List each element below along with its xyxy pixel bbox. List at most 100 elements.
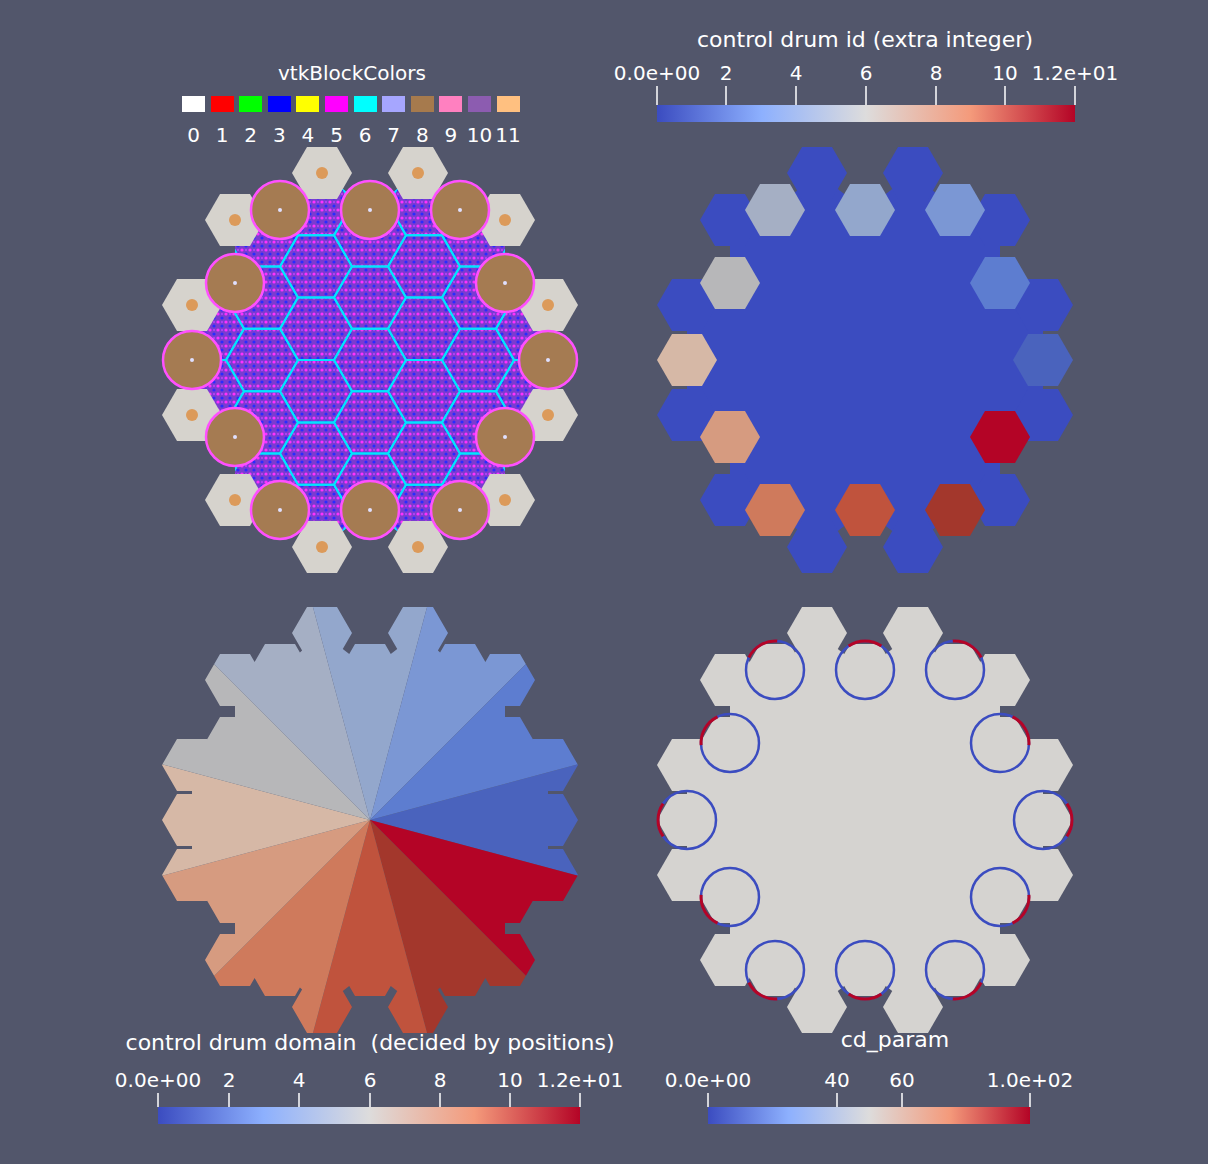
assembly-outline bbox=[442, 329, 514, 391]
reflector-pin bbox=[316, 167, 328, 179]
assembly-outline bbox=[550, 516, 622, 578]
drum-hex bbox=[925, 184, 985, 236]
tick-label: 8 bbox=[930, 63, 943, 83]
legend-label: 5 bbox=[330, 125, 343, 145]
drum-boundary bbox=[836, 941, 894, 999]
block-color-view bbox=[118, 111, 622, 610]
tick-mark bbox=[439, 1093, 441, 1107]
absorber-arc bbox=[953, 983, 981, 999]
control-drum bbox=[251, 481, 309, 539]
tick-label: 60 bbox=[889, 1070, 914, 1090]
tick-mark bbox=[935, 86, 937, 105]
tick-label: 10 bbox=[992, 63, 1017, 83]
drum-boundary bbox=[971, 714, 1029, 772]
tick-label: 0.0e+00 bbox=[614, 63, 700, 83]
tick-label: 4 bbox=[790, 63, 803, 83]
legend-swatch bbox=[382, 96, 405, 112]
drum-center bbox=[458, 208, 462, 212]
absorber-arc bbox=[1013, 717, 1029, 745]
assembly-outline bbox=[334, 329, 406, 391]
drum-center bbox=[233, 435, 237, 439]
core-region bbox=[687, 633, 1043, 1007]
core-region bbox=[687, 173, 1043, 547]
legend-swatch bbox=[239, 96, 262, 112]
colorbar bbox=[158, 1107, 580, 1124]
legend-label: 3 bbox=[273, 125, 286, 145]
assembly-outline bbox=[496, 547, 568, 609]
legend-swatch bbox=[211, 96, 234, 112]
drum-hex bbox=[835, 184, 895, 236]
legend-swatch bbox=[411, 96, 434, 112]
legend-swatch bbox=[268, 96, 291, 112]
reflector-pin bbox=[316, 541, 328, 553]
tick-label: 1.0e+02 bbox=[987, 1070, 1073, 1090]
drum-hex bbox=[657, 334, 717, 386]
tick-mark bbox=[298, 1093, 300, 1107]
absorber-arc bbox=[849, 994, 882, 999]
control-drum bbox=[251, 181, 309, 239]
tick-mark bbox=[369, 1093, 371, 1107]
reflector-pin bbox=[412, 167, 424, 179]
tick-mark bbox=[707, 1093, 709, 1107]
legend-swatch bbox=[468, 96, 491, 112]
tick-mark bbox=[579, 1093, 581, 1107]
assembly-outline bbox=[118, 454, 190, 516]
absorber-arc bbox=[701, 895, 717, 923]
tick-label: 0.0e+00 bbox=[115, 1070, 201, 1090]
drum-boundary bbox=[1014, 791, 1072, 849]
drum-center bbox=[368, 508, 372, 512]
assembly-outline bbox=[226, 329, 298, 391]
assembly-outline bbox=[550, 142, 622, 204]
drum-center bbox=[278, 508, 282, 512]
absorber-arc bbox=[1067, 804, 1072, 837]
colorbar-title: cd_param bbox=[841, 1029, 949, 1051]
legend-swatch bbox=[182, 96, 205, 112]
tick-label: 10 bbox=[497, 1070, 522, 1090]
control-drum bbox=[206, 408, 264, 466]
assembly-outline bbox=[280, 360, 352, 422]
assembly-outline bbox=[172, 111, 244, 173]
tick-mark bbox=[1074, 86, 1076, 105]
assembly-outline bbox=[550, 454, 622, 516]
legend-swatch bbox=[325, 96, 348, 112]
drum-center bbox=[190, 358, 194, 362]
reflector-hex bbox=[787, 521, 847, 573]
tick-label: 8 bbox=[434, 1070, 447, 1090]
drum-hex bbox=[745, 184, 805, 236]
reflector-pin bbox=[229, 494, 241, 506]
tick-mark bbox=[725, 86, 727, 105]
legend-label: 11 bbox=[495, 125, 520, 145]
tick-mark bbox=[865, 86, 867, 105]
control-drum bbox=[431, 481, 489, 539]
assembly-grid bbox=[118, 111, 622, 610]
tick-mark bbox=[656, 86, 658, 105]
assembly-outline bbox=[388, 298, 460, 360]
drum-hex bbox=[970, 257, 1030, 309]
legend-label: 7 bbox=[387, 125, 400, 145]
tick-mark bbox=[795, 86, 797, 105]
legend-label: 9 bbox=[445, 125, 458, 145]
control-drum bbox=[431, 181, 489, 239]
tick-mark bbox=[901, 1093, 903, 1107]
drum-center bbox=[368, 208, 372, 212]
control-drum bbox=[476, 254, 534, 312]
assembly-outline bbox=[388, 235, 460, 297]
colorbar bbox=[708, 1107, 1030, 1124]
drum-center bbox=[278, 208, 282, 212]
reflector-pin bbox=[412, 541, 424, 553]
drum-boundary bbox=[701, 714, 759, 772]
tick-label: 1.2e+01 bbox=[537, 1070, 623, 1090]
reflector-pin bbox=[499, 214, 511, 226]
assembly-outline bbox=[280, 298, 352, 360]
drum-hex bbox=[835, 484, 895, 536]
assembly-outline bbox=[118, 204, 190, 266]
reflector-pin bbox=[499, 494, 511, 506]
assembly-outline bbox=[172, 547, 244, 609]
reflector-pin bbox=[229, 214, 241, 226]
drum-boundary bbox=[701, 868, 759, 926]
control-drum bbox=[476, 408, 534, 466]
tick-mark bbox=[1004, 86, 1006, 105]
absorber-arc bbox=[701, 717, 717, 745]
assembly-outline bbox=[388, 422, 460, 484]
